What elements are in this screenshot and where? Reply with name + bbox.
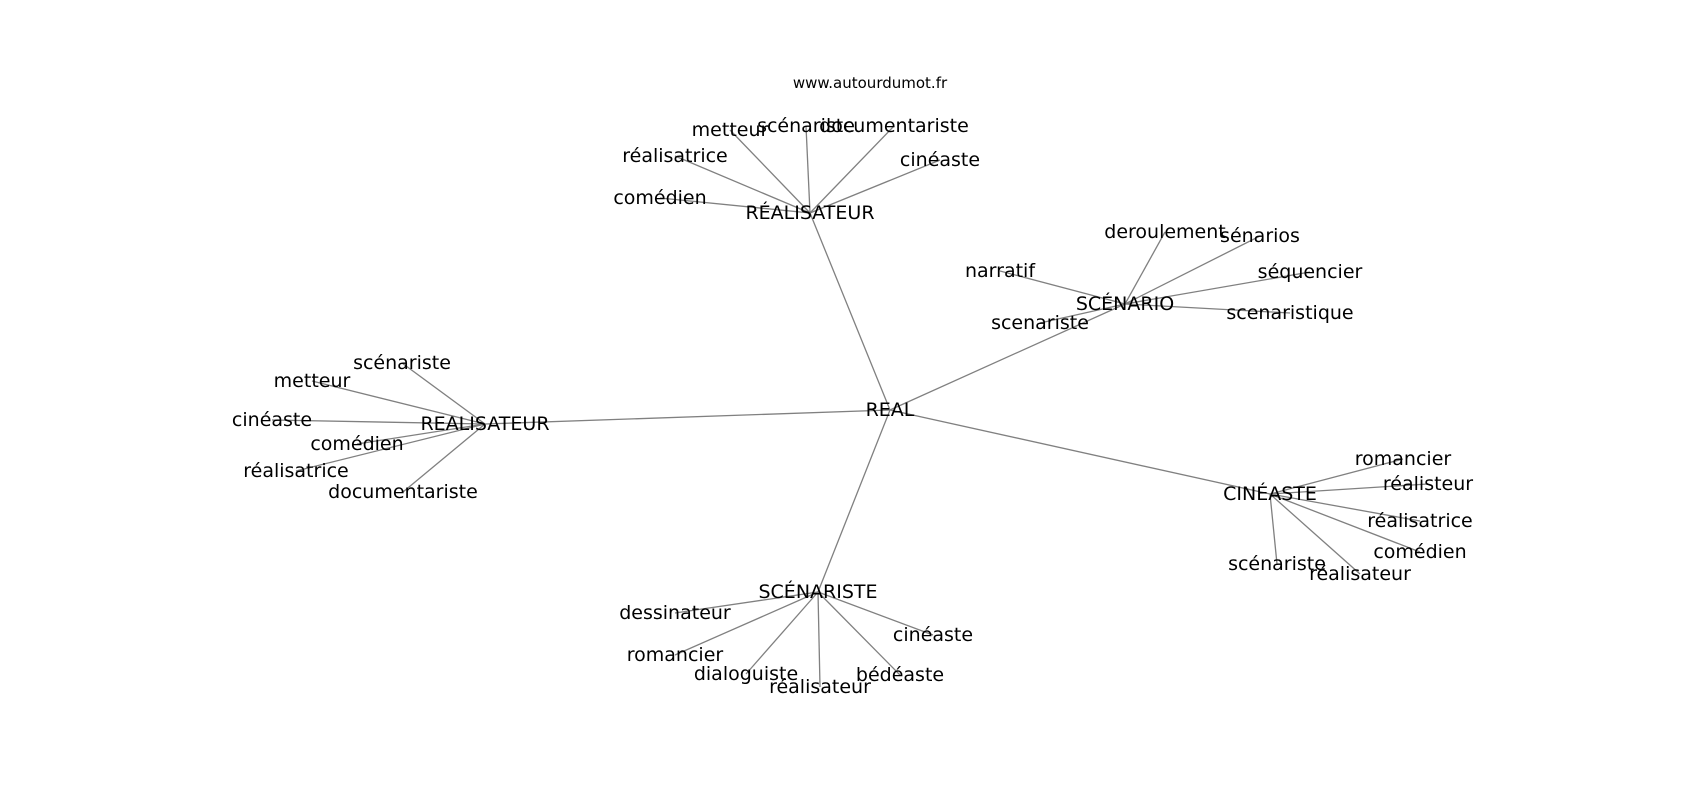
edge-realisateur-metteur (311, 380, 486, 425)
leaf-node-cineaste: cinéaste (900, 149, 980, 171)
leaf-node-narratif: narratif (965, 260, 1036, 282)
edge-realisateur-documentariste (402, 423, 486, 493)
hub-node-scenariste: SCÉNARISTE (758, 580, 877, 603)
edge-realisateur-realisatrice (295, 423, 486, 472)
edge-realisateur-comedien (659, 197, 811, 214)
edge-realisateur-comedien (356, 423, 486, 445)
leaf-node-scenariste: scénariste (353, 352, 451, 374)
hub-node-realisateur: REALISATEUR (420, 413, 549, 435)
leaf-node-cineaste: cinéaste (232, 409, 312, 431)
edge-scenariste-romancier (674, 591, 819, 656)
edge-realisateur-metteur (729, 129, 811, 214)
edge-scenario-scenaristique (1124, 303, 1291, 314)
edge-scenariste-bedeaste (817, 591, 901, 676)
edge-realisateur-scenariste (805, 125, 811, 214)
leaf-node-romancier: romancier (1355, 448, 1452, 470)
edge-scenario-scenariste (1039, 303, 1126, 324)
edge-scenariste-dialoguiste (745, 591, 819, 675)
leaf-node-scenariste: scenariste (991, 312, 1089, 334)
edge-scenario-senarios (1124, 235, 1261, 305)
leaf-node-metteur: metteur (692, 119, 769, 141)
edge-scenariste-realisateur (817, 591, 821, 688)
edge-root-scenario (889, 303, 1126, 411)
edge-scenario-deroulement (1124, 231, 1166, 305)
leaf-node-comedien: comédien (1373, 541, 1466, 563)
graph-edges (271, 125, 1429, 688)
leaf-node-scenaristique: scenaristique (1226, 302, 1353, 324)
edge-root-scenariste (817, 409, 891, 593)
leaf-node-senarios: sénarios (1220, 225, 1300, 247)
leaf-node-bedeaste: bédéaste (856, 664, 944, 686)
leaf-node-realisateur: réalisateur (1309, 563, 1411, 585)
hub-node-realisateur: RÉALISATEUR (745, 201, 874, 224)
edge-realisateur-cineaste (271, 419, 486, 425)
leaf-node-scenariste: scénariste (757, 115, 855, 137)
leaf-node-comedien: comédien (613, 187, 706, 209)
edge-root-realisateur (809, 212, 891, 411)
leaf-node-romancier: romancier (627, 644, 724, 666)
edge-cineaste-romancier (1269, 458, 1404, 495)
edge-cineaste-realisateur (1269, 493, 1361, 575)
edge-realisateur-realisatrice (674, 155, 811, 214)
edge-realisateur-documentariste (809, 125, 895, 214)
graph-labels: comédienréalisatricemetteurscénaristedoc… (232, 115, 1473, 698)
leaf-node-realisatrice: réalisatrice (243, 460, 349, 482)
leaf-node-sequencier: séquencier (1258, 261, 1363, 283)
leaf-node-scenariste: scénariste (1228, 553, 1326, 575)
edge-cineaste-scenariste (1269, 493, 1278, 565)
leaf-node-comedien: comédien (310, 433, 403, 455)
leaf-node-dialoguiste: dialoguiste (694, 663, 798, 685)
source-caption: www.autourdumot.fr (793, 74, 948, 92)
leaf-node-cineaste: cinéaste (893, 624, 973, 646)
edge-cineaste-realisatrice (1269, 493, 1421, 522)
edge-cineaste-realisteur (1269, 483, 1429, 495)
edge-realisateur-scenariste (401, 362, 486, 425)
edge-scenario-narratif (999, 270, 1126, 305)
leaf-node-documentariste: documentariste (328, 481, 478, 503)
edge-root-cineaste (889, 409, 1271, 495)
edge-cineaste-comedien (1269, 493, 1421, 553)
leaf-node-realisatrice: réalisatrice (1367, 510, 1473, 532)
edge-root-realisateur (484, 409, 891, 425)
leaf-node-deroulement: deroulement (1104, 221, 1225, 243)
hub-node-cineaste: CINÉASTE (1223, 482, 1317, 505)
hub-node-scenario: SCÉNARIO (1076, 292, 1174, 315)
leaf-node-metteur: metteur (274, 370, 351, 392)
leaf-node-realisteur: réalisteur (1383, 473, 1473, 495)
leaf-node-realisatrice: réalisatrice (622, 145, 728, 167)
leaf-node-realisateur: réalisateur (769, 676, 871, 698)
edge-scenariste-cineaste (817, 591, 934, 636)
leaf-node-documentariste: documentariste (819, 115, 969, 137)
edge-scenario-sequencier (1124, 271, 1311, 305)
edge-scenariste-dessinateur (674, 591, 819, 614)
leaf-node-dessinateur: dessinateur (619, 602, 731, 624)
root-node: REAL (866, 399, 915, 421)
edge-realisateur-cineaste (809, 159, 941, 214)
